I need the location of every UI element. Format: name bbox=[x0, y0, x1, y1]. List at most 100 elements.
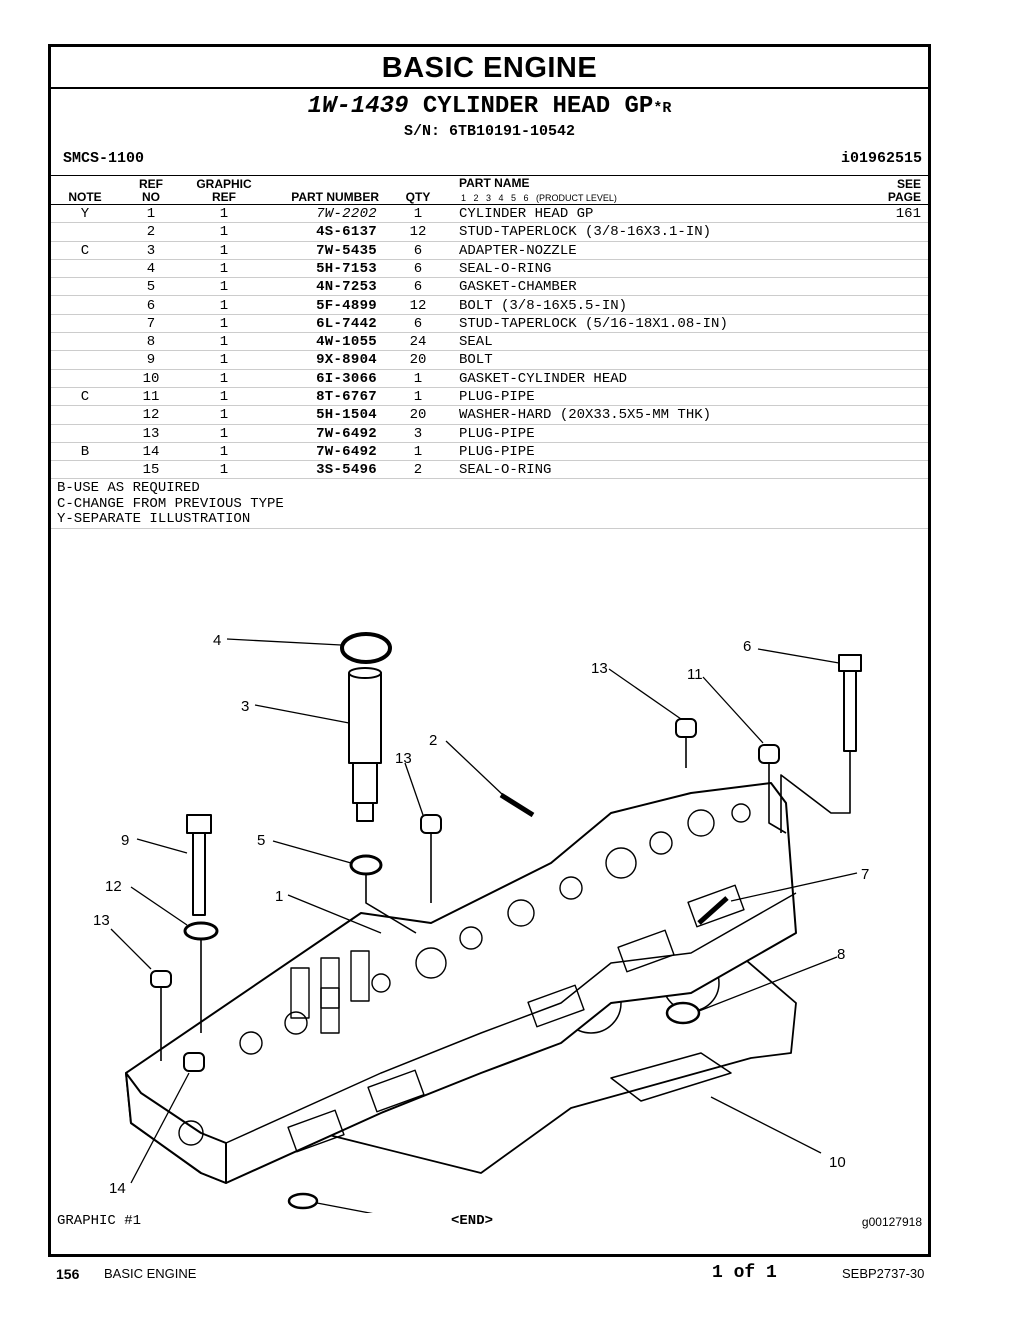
row-part-number: 3S-5496 bbox=[316, 462, 377, 479]
section-title: BASIC ENGINE bbox=[381, 52, 598, 84]
document-ident: i01962515 bbox=[840, 150, 922, 167]
row-part-number: 5F-4899 bbox=[316, 297, 377, 314]
row-qty: 3 bbox=[413, 425, 423, 442]
row-part-number: 6I-3066 bbox=[316, 370, 377, 387]
row-ref-no: 13 bbox=[142, 425, 160, 442]
row-ref-no: 8 bbox=[146, 334, 156, 351]
row-see-page: 161 bbox=[895, 206, 921, 222]
callout-14: 14 bbox=[109, 1180, 126, 1197]
plug-pipe-11 bbox=[758, 744, 780, 764]
row-qty: 1 bbox=[413, 443, 423, 460]
graphic-number: GRAPHIC #1 bbox=[57, 1213, 142, 1229]
col-note: NOTE bbox=[68, 190, 102, 204]
row-graphic-ref: 1 bbox=[219, 242, 229, 259]
seal-o-ring bbox=[340, 632, 392, 664]
notes-divider bbox=[51, 528, 928, 529]
row-qty: 12 bbox=[409, 297, 427, 314]
row-note: B bbox=[80, 443, 90, 460]
row-ref-no: 9 bbox=[146, 352, 156, 369]
row-ref-no: 14 bbox=[142, 443, 160, 460]
row-part-name: BOLT bbox=[459, 352, 493, 369]
washer-hard bbox=[183, 921, 219, 941]
col-part-name: PART NAME bbox=[459, 176, 530, 190]
smcs-code: SMCS-1100 bbox=[63, 150, 145, 167]
col-product-level: 1 2 3 4 5 6 (PRODUCT LEVEL) bbox=[461, 193, 617, 203]
col-qty: QTY bbox=[405, 190, 431, 204]
row-graphic-ref: 1 bbox=[219, 370, 229, 387]
row-part-name: ADAPTER-NOZZLE bbox=[459, 242, 577, 259]
row-qty: 6 bbox=[413, 279, 423, 296]
row-ref-no: 2 bbox=[146, 224, 156, 241]
note-b: B-USE AS REQUIRED bbox=[57, 480, 200, 496]
row-graphic-ref: 1 bbox=[219, 352, 229, 369]
plug-pipe-13b bbox=[420, 814, 442, 834]
row-graphic-ref: 1 bbox=[219, 297, 229, 314]
row-part-name: SEAL-O-RING bbox=[459, 260, 552, 277]
row-part-name: GASKET-CYLINDER HEAD bbox=[459, 370, 628, 387]
col-graphic-bottom: REF bbox=[212, 190, 236, 204]
callout-12: 12 bbox=[105, 878, 122, 895]
row-part-number: 7W-5435 bbox=[316, 242, 377, 259]
row-graphic-ref: 1 bbox=[219, 334, 229, 351]
row-part-name: BOLT (3/8-16X5.5-IN) bbox=[459, 297, 628, 314]
note-y: Y-SEPARATE ILLUSTRATION bbox=[57, 511, 251, 527]
footer-section: BASIC ENGINE bbox=[104, 1266, 197, 1281]
callout-5: 5 bbox=[257, 832, 265, 849]
col-see-top: SEE bbox=[896, 177, 921, 191]
row-ref-no: 12 bbox=[142, 407, 160, 424]
table-row: 6 1 5F-4899 12 BOLT (3/8-16X5.5-IN) bbox=[51, 297, 928, 315]
row-ref-no: 7 bbox=[146, 315, 156, 332]
group-name: CYLINDER HEAD GP bbox=[422, 93, 654, 120]
col-part-number: PART NUMBER bbox=[291, 190, 379, 204]
row-graphic-ref: 1 bbox=[219, 224, 229, 241]
row-ref-no: 6 bbox=[146, 297, 156, 314]
callout-13-left: 13 bbox=[93, 912, 110, 929]
end-marker: <END> bbox=[451, 1213, 494, 1229]
plug-pipe-14 bbox=[183, 1052, 205, 1072]
group-part-number: 1W-1439 bbox=[307, 93, 409, 120]
stud-taperlock-7 bbox=[697, 896, 729, 925]
row-ref-no: 11 bbox=[142, 389, 160, 405]
table-row: 8 1 4W-1055 24 SEAL bbox=[51, 333, 928, 352]
graphic-id: g00127918 bbox=[861, 1215, 922, 1229]
callout-8: 8 bbox=[837, 946, 845, 963]
col-graphic-top: GRAPHIC bbox=[196, 177, 252, 191]
row-part-number: 7W-6492 bbox=[316, 443, 377, 460]
row-part-name: STUD-TAPERLOCK (5/16-18X1.08-IN) bbox=[459, 315, 728, 332]
row-part-name: SEAL bbox=[459, 334, 493, 351]
row-note: C bbox=[80, 242, 90, 259]
group-suffix: *R bbox=[653, 100, 672, 117]
row-part-number: 5H-1504 bbox=[316, 407, 377, 424]
row-ref-no: 1 bbox=[146, 206, 156, 222]
row-part-number: 4W-1055 bbox=[316, 334, 377, 351]
row-part-number: 7W-6492 bbox=[316, 425, 377, 442]
row-part-number: 5H-7153 bbox=[316, 260, 377, 277]
row-part-number: 9X-8904 bbox=[316, 352, 377, 369]
page-frame: BASIC ENGINE 1W-1439 CYLINDER HEAD GP*R … bbox=[48, 44, 931, 1257]
row-note: C bbox=[80, 389, 90, 405]
exploded-view-illustration: 4 3 5 9 12 13 1 2 13 13 11 6 7 8 10 14 1… bbox=[93, 632, 869, 1213]
row-part-number: 4S-6137 bbox=[316, 224, 377, 241]
footer-doc-id: SEBP2737-30 bbox=[842, 1266, 925, 1281]
section-title-band: BASIC ENGINE bbox=[51, 47, 928, 89]
row-part-name: GASKET-CHAMBER bbox=[459, 279, 577, 296]
row-part-number: 8T-6767 bbox=[316, 389, 377, 405]
callout-1: 1 bbox=[275, 888, 283, 905]
row-qty: 1 bbox=[413, 389, 423, 405]
seal-8 bbox=[665, 1001, 701, 1025]
bolt-9 bbox=[186, 814, 212, 834]
callout-7: 7 bbox=[861, 866, 869, 883]
seal-o-ring-15 bbox=[287, 1192, 319, 1210]
row-qty: 24 bbox=[409, 334, 427, 351]
table-header: NOTE REF NO GRAPHIC REF PART NUMBER QTY … bbox=[51, 175, 928, 205]
row-part-name: WASHER-HARD (20X33.5X5-MM THK) bbox=[459, 407, 712, 424]
callout-9: 9 bbox=[121, 832, 129, 849]
row-graphic-ref: 1 bbox=[219, 407, 229, 424]
row-qty: 6 bbox=[413, 242, 423, 259]
